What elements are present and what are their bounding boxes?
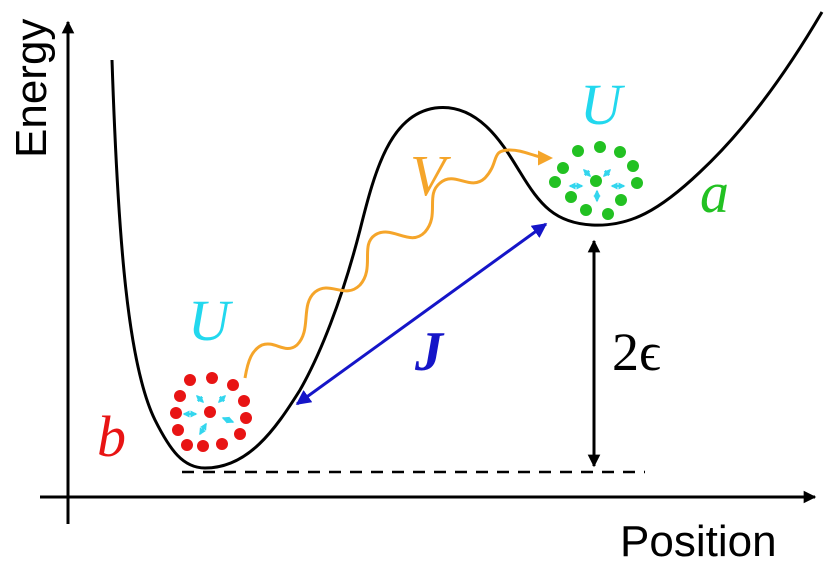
potential-curve [110,11,824,470]
particle [590,175,602,187]
particle [240,412,252,424]
particle [557,162,569,174]
interaction-arrow [199,422,207,436]
interaction-arrow [221,416,235,424]
particle-cluster-a [549,141,643,220]
particle [181,439,193,451]
label-V: V [410,143,452,208]
interaction-arrow [196,395,204,403]
particle [172,424,184,436]
particle [174,390,186,402]
particle [227,379,239,391]
interaction-arrow [603,169,611,177]
particle [580,204,592,216]
particle [549,176,561,188]
particle [615,194,627,206]
energy-gap-label: 2ϵ [612,322,661,382]
label-U-right: U [580,72,626,137]
particle [234,428,246,440]
particle [627,160,639,172]
tunneling-arrow [295,222,548,406]
particle [565,191,577,203]
interaction-arrow [218,395,226,403]
particle [602,208,614,220]
particle [631,177,643,189]
y-axis-label: Energy [7,19,56,158]
particle [216,438,228,450]
particle [197,440,209,452]
label-b: b [97,404,126,469]
particle [238,395,250,407]
x-axis-label: Position [620,517,777,566]
label-J: J [414,321,445,383]
wavy-coupling-arrow [243,148,553,379]
particle [594,141,606,153]
particle-cluster-b [170,372,252,452]
interaction-arrow [583,169,591,177]
label-U-left: U [188,288,234,353]
particle [614,146,626,158]
label-a: a [700,160,729,225]
particle [170,407,182,419]
particle [204,406,216,418]
particle [572,145,584,157]
particle [206,372,218,384]
particle [184,374,196,386]
